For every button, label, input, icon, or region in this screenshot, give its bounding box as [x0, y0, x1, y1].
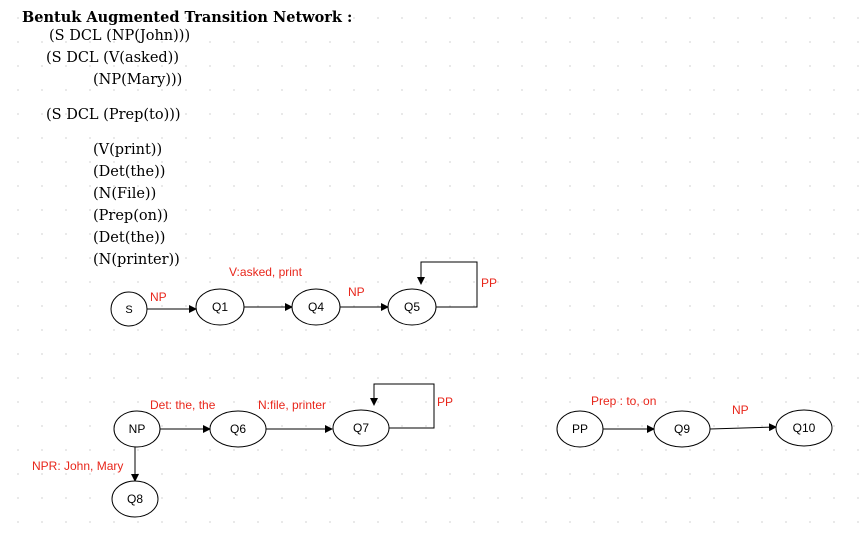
- state-node: [775, 409, 833, 447]
- arc-label: NP: [348, 285, 365, 299]
- arc-label: PP: [481, 276, 497, 290]
- node-label: Q9: [674, 422, 690, 436]
- state-node: [556, 410, 604, 448]
- rule-line: (S DCL (Prep(to))): [46, 107, 181, 123]
- arc-q5-loop: [417, 261, 478, 308]
- arc-label: Det: the, the: [150, 398, 216, 412]
- arc-label: PP: [437, 395, 453, 409]
- node-label: NP: [129, 422, 146, 436]
- node-label: PP: [572, 422, 588, 436]
- rule-line: (N(printer)): [93, 252, 180, 268]
- diagram-title: Bentuk Augmented Transition Network :: [22, 9, 353, 26]
- arc-label: N:file, printer: [258, 398, 326, 412]
- state-node: [113, 410, 161, 448]
- rule-line: (NP(Mary))): [93, 72, 183, 88]
- arc-label: Prep : to, on: [591, 394, 656, 408]
- rule-line: (Det(the)): [93, 230, 166, 246]
- rule-line: (Prep(on)): [93, 208, 169, 224]
- rule-line: (S DCL (V(asked)): [46, 50, 179, 66]
- arc-q7-loop: [370, 383, 435, 429]
- rule-line: (N(File)): [93, 186, 157, 202]
- state-node: [111, 480, 159, 518]
- node-label: Q8: [127, 492, 143, 506]
- arc-label: NPR: John, Mary: [32, 459, 123, 473]
- state-node: [653, 410, 711, 448]
- node-label: Q6: [230, 422, 246, 436]
- arc-q9-q10: [709, 423, 777, 432]
- noun-phrase-network: NP Q6 Q7 Q8 Det: the, the N:file, printe…: [32, 383, 453, 518]
- rule-line: (V(print)): [93, 142, 163, 158]
- rule-line: (Det(the)): [93, 164, 166, 180]
- node-label: Q4: [308, 300, 324, 314]
- node-label: Q7: [353, 421, 369, 435]
- state-node: [291, 288, 341, 326]
- node-label: S: [125, 304, 132, 316]
- arc-label: NP: [732, 403, 749, 417]
- arc-label: V:asked, print: [229, 265, 303, 279]
- node-label: Q5: [404, 300, 420, 314]
- state-node: [110, 291, 148, 327]
- sentence-network: S Q1 Q4 Q5 NP V:asked, print NP PP: [110, 261, 497, 327]
- node-label: Q1: [212, 300, 228, 314]
- node-label: Q10: [793, 421, 816, 435]
- prep-phrase-network: PP Q9 Q10 Prep : to, on NP: [556, 394, 833, 448]
- state-node: [332, 409, 390, 447]
- arc-label: NP: [150, 290, 167, 304]
- state-node: [209, 410, 267, 448]
- state-node: [387, 288, 437, 326]
- rule-line: (S DCL (NP(John))): [49, 28, 191, 44]
- state-node: [195, 288, 245, 326]
